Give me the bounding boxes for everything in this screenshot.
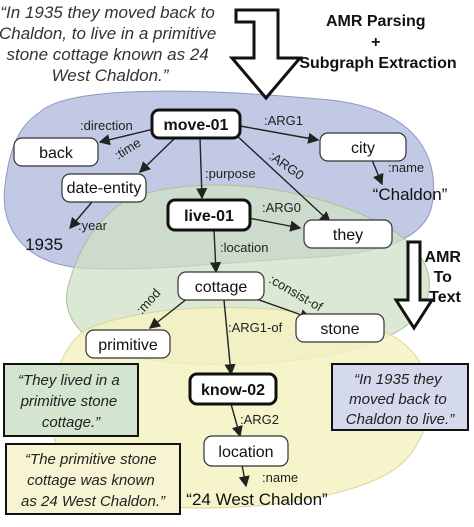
svg-text:they: they [333,227,363,244]
node-location: location [203,435,289,467]
parse-arrow-icon [228,8,304,101]
svg-text:“They lived in a primiti: “They lived in a primitive stone cottage… [18,372,124,431]
edge-purpose: :purpose [205,166,256,181]
edges [69,125,384,488]
node-cottage: cottage [177,271,265,301]
node-live: live-01 [166,198,252,232]
input-sentence: “In 1935 they moved back to Chaldon, to … [0,3,221,85]
svg-text:primitive: primitive [98,337,158,354]
node-they: they [303,219,393,249]
output-yellow-box: “The primitive stone cottage was known a… [5,443,181,515]
svg-text:“In 1935 they moved back: “In 1935 they moved back to Chaldon to l… [346,371,455,428]
svg-text:know-02: know-02 [201,382,265,399]
svg-text:move-01: move-01 [164,117,229,134]
value-year: 1935 [25,235,63,254]
node-date-entity: date-entity [61,173,147,203]
edge-arg2: :ARG2 [240,412,279,427]
svg-text:location: location [218,444,273,461]
edge-arg1-of: :ARG1-of [228,320,283,335]
svg-text:city: city [351,140,375,157]
node-city: city [319,132,407,162]
output-green-box: “They lived in a primitive stone cottage… [3,363,139,437]
parse-step-label: AMR Parsing + Subgraph Extraction [299,13,456,72]
svg-text:live-01: live-01 [184,208,234,225]
svg-text:cottage: cottage [195,279,248,296]
edge-direction: :direction [80,118,133,133]
svg-text:stone: stone [320,321,359,338]
svg-text:“The primitive stone cot: “The primitive stone cottage was known a… [21,451,166,510]
node-know: know-02 [188,372,278,406]
edge-name-city: :name [388,160,424,175]
svg-text:date-entity: date-entity [67,180,142,197]
to-text-arrow-icon [393,240,435,331]
edge-location: :location [220,240,268,255]
node-back: back [13,137,99,167]
output-blue-box: “In 1935 they moved back to Chaldon to l… [331,363,469,431]
edge-arg1-move: :ARG1 [264,113,303,128]
node-stone: stone [295,313,385,343]
value-chaldon: “Chaldon” [373,185,448,204]
svg-text:back: back [39,145,74,162]
to-text-step-label: AMR To Text [425,249,466,306]
edge-arg0-live: :ARG0 [262,200,301,215]
node-primitive: primitive [85,329,171,359]
value-west-chaldon: “24 West Chaldon” [186,490,328,509]
edge-name-location: :name [262,470,298,485]
node-move: move-01 [150,108,242,140]
edge-year: :year [78,218,108,233]
